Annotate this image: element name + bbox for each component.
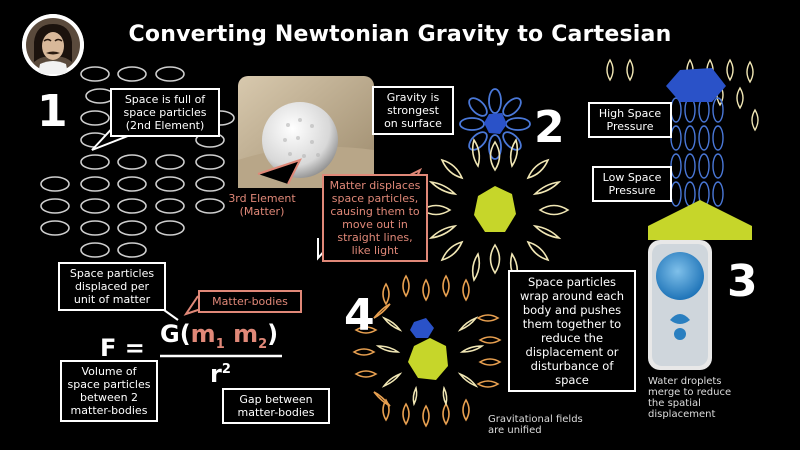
green-matter <box>474 186 516 232</box>
callout-volume: Volume of space particles between 2 matt… <box>60 360 158 422</box>
equation-lhs: F = <box>100 334 145 362</box>
caption-unified: Gravitational fields are unified <box>488 414 583 436</box>
blue-matter-small <box>410 318 434 338</box>
water-droplet-photo <box>648 240 712 370</box>
equation-m2: m <box>233 320 259 348</box>
equation-sub2: 2 <box>258 336 268 352</box>
yellow-particle-inner <box>375 316 485 407</box>
descartes-portrait <box>22 14 84 76</box>
equation-numerator: G(m1 m2) <box>160 320 278 352</box>
green-matter-bottom <box>648 200 752 240</box>
label-third-element: 3rd Element (Matter) <box>228 192 296 218</box>
section-number-2: 2 <box>534 102 565 153</box>
callout-gravity-surface: Gravity is strongest on surface <box>372 86 454 135</box>
callout-matter-displaces: Matter displaces space particles, causin… <box>322 174 428 262</box>
pressure-column-blue <box>670 97 724 207</box>
blue-particle-flower <box>459 88 531 160</box>
orange-particle-flower <box>352 274 502 428</box>
equation-m1: m <box>190 320 216 348</box>
blue-matter <box>484 113 507 134</box>
callout-space-displaced: Space particles displaced per unit of ma… <box>58 262 166 311</box>
callout-high-pressure: High Space Pressure <box>588 102 672 138</box>
equation-close: ) <box>267 320 279 348</box>
caption-water: Water droplets merge to reduce the spati… <box>648 376 732 420</box>
section-number-3: 3 <box>727 256 758 307</box>
portrait-image <box>22 14 84 76</box>
callout-low-pressure: Low Space Pressure <box>592 166 672 202</box>
golf-ball-photo <box>238 76 374 188</box>
callout-matter-bodies: Matter-bodies <box>198 290 302 313</box>
callout-gap: Gap between matter-bodies <box>222 388 330 424</box>
equation-sub1: 1 <box>215 336 225 352</box>
page-title: Converting Newtonian Gravity to Cartesia… <box>128 22 672 47</box>
yellow-particle-flower <box>420 138 570 282</box>
equation-g: G( <box>160 320 191 348</box>
equation-exponent: 2 <box>221 362 231 377</box>
green-matter-small <box>408 338 448 380</box>
callout-wrap: Space particles wrap around each body an… <box>508 270 636 392</box>
blue-matter-top <box>666 68 726 102</box>
equation-r: r <box>210 360 222 388</box>
callout-space-full: Space is full of space particles (2nd El… <box>110 88 220 137</box>
equation-denominator: r2 <box>210 360 231 388</box>
section-number-1: 1 <box>37 86 68 137</box>
section-number-4: 4 <box>344 290 375 341</box>
